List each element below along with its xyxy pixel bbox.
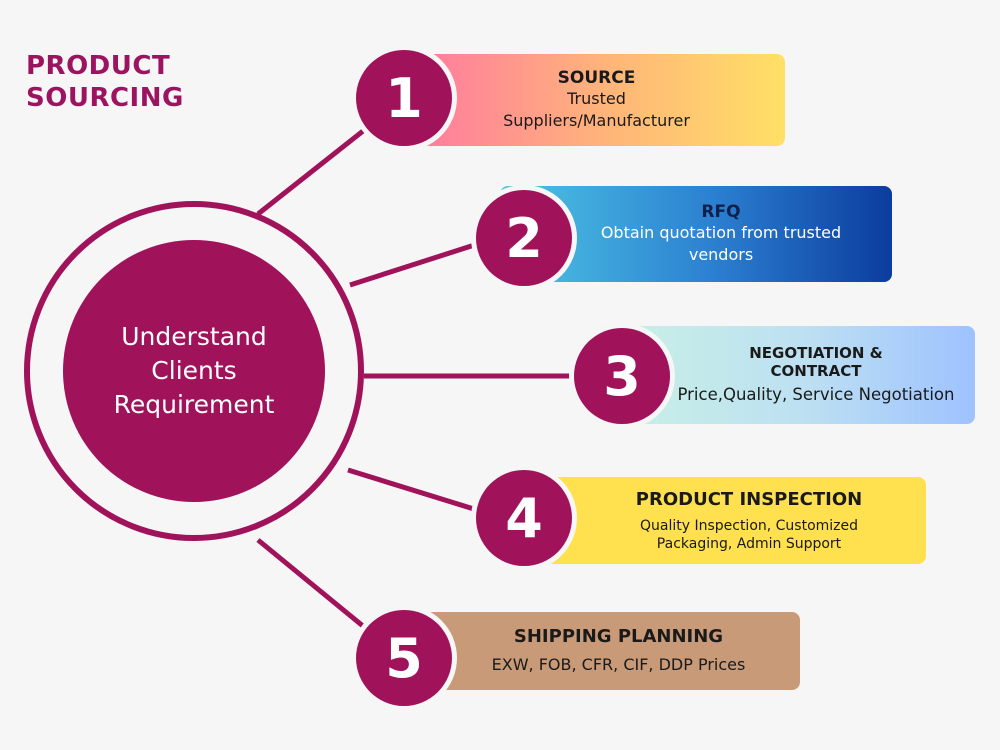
step-card-shipping: SHIPPING PLANNING EXW, FOB, CFR, CIF, DD… [397,612,800,690]
step-card-negotiation: NEGOTIATION & CONTRACT Price,Quality, Se… [597,326,975,424]
hub-circle: Understand Clients Requirement [63,240,325,502]
step-card-source: SOURCE Trusted Suppliers/Manufacturer [378,54,785,146]
page-title-line1: PRODUCT [26,51,171,81]
step-description: Quality Inspection, Customized Packaging… [639,517,859,552]
step-title: RFQ [701,202,741,222]
connector-2 [349,237,491,288]
step-number-badge: 5 [356,610,452,706]
step-number-badge: 4 [476,470,572,566]
step-title: NEGOTIATION & CONTRACT [749,344,883,380]
connector-4 [347,467,491,517]
step-number-badge: 3 [574,328,670,424]
step-description: Price,Quality, Service Negotiation [677,385,955,404]
step-card-inspection: PRODUCT INSPECTION Quality Inspection, C… [502,477,926,564]
connector-1 [256,114,384,216]
step-title: PRODUCT INSPECTION [635,488,863,510]
hub-label: Understand Clients Requirement [113,322,275,419]
step-number-badge: 1 [356,50,452,146]
step-description: Obtain quotation from trusted vendors [600,223,842,264]
page-title-line2: SOURCING [26,83,184,113]
step-title: SHIPPING PLANNING [513,626,724,647]
page-title: PRODUCT SOURCING [26,50,184,114]
step-title: SOURCE [557,68,636,88]
connector-5 [256,538,382,642]
step-description: EXW, FOB, CFR, CIF, DDP Prices [491,655,746,674]
step-description: Trusted Suppliers/Manufacturer [503,89,690,130]
step-number-badge: 2 [476,190,572,286]
